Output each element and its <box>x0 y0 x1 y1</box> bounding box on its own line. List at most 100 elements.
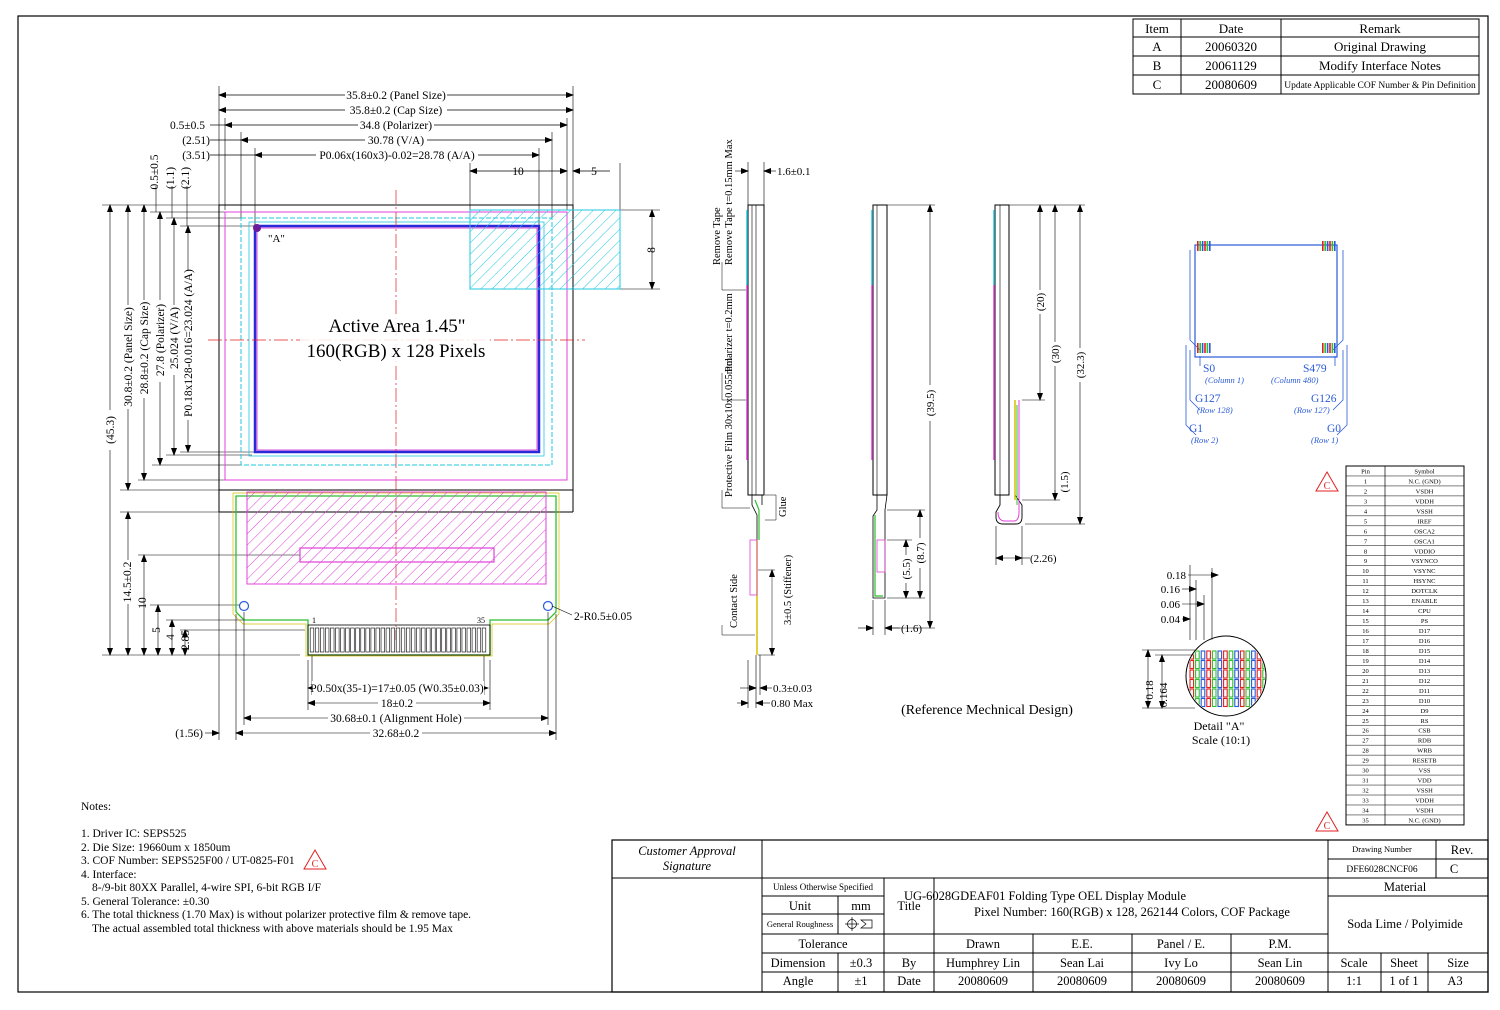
dim-18: 18±0.2 <box>381 698 413 710</box>
pin-symbol: VSDH <box>1416 807 1434 814</box>
pin-number: 35 <box>1362 817 1369 824</box>
unit-label: Unit <box>789 899 812 913</box>
chip-pad <box>1331 343 1334 353</box>
subpixel <box>1211 669 1217 679</box>
pin-symbol: D9 <box>1421 708 1429 715</box>
subpixel <box>1200 650 1206 660</box>
detail-dim-016: 0.16 <box>1161 584 1181 596</box>
subpixel <box>1206 678 1211 689</box>
title-block: Customer Approval Signature Unless Other… <box>611 839 1489 993</box>
subpixel <box>1239 678 1245 689</box>
subpixel <box>1211 650 1217 660</box>
dim-panel-width: 35.8±0.2 (Panel Size) <box>346 90 446 102</box>
title-line-1: UG-6028GDEAF01 Folding Type OEL Display … <box>904 889 1187 903</box>
detail-a-title: Detail "A" <box>1194 719 1245 733</box>
rev-a-item: A <box>1152 39 1162 54</box>
pin-number: 12 <box>1362 588 1369 595</box>
pin-symbol: VDDH <box>1415 798 1434 805</box>
pin-symbol: D10 <box>1419 698 1430 705</box>
by-label: By <box>902 956 917 970</box>
subpixel <box>1195 678 1200 689</box>
chip-row128: (Row 128) <box>1197 405 1233 415</box>
date-panel: 20080609 <box>1156 974 1206 988</box>
subpixel <box>1245 688 1251 698</box>
subpixel <box>1206 688 1211 698</box>
chip-row1: (Row 1) <box>1311 435 1338 445</box>
side-dim-thickness: 1.6±0.1 <box>777 166 811 178</box>
pin-number: 28 <box>1362 748 1369 755</box>
sheet-border <box>17 15 1489 993</box>
dim-aa-width: P0.06x(160x3)-0.02=28.78 (A/A) <box>319 150 475 162</box>
pin-symbol: PS <box>1421 618 1429 625</box>
pin-number: 5 <box>1364 518 1367 525</box>
subpixel <box>1223 650 1228 660</box>
dim-10: 10 <box>512 166 524 178</box>
pin-number: 27 <box>1362 738 1369 745</box>
pin-symbol: VSYNCO <box>1411 558 1438 565</box>
dim-156: (1.56) <box>175 728 203 740</box>
pin-number: 34 <box>1362 807 1369 814</box>
subpixel <box>1211 678 1217 689</box>
pin-symbol: DOTCLK <box>1411 588 1438 595</box>
cof-pin <box>395 627 401 653</box>
pin-symbol: RDB <box>1418 738 1432 745</box>
revision-mark-icon: C <box>303 849 327 870</box>
subpixel <box>1228 678 1234 689</box>
chip-pad <box>1329 241 1331 251</box>
note-6: 6. The total thickness (1.70 Max) is wit… <box>81 909 471 921</box>
detail-dim-018v: 0.18 <box>1144 680 1156 700</box>
dim-cap-height: 28.8±0.2 (Cap Size) <box>139 302 151 395</box>
notes: Notes: 1. Driver IC: SEPS525 2. Die Size… <box>81 801 471 935</box>
chip-pad <box>1334 343 1336 353</box>
note-6b: The actual assembled total thickness wit… <box>92 923 453 935</box>
cof-pin <box>481 627 487 653</box>
pin-number: 32 <box>1362 788 1369 795</box>
chip-pad <box>1209 241 1211 251</box>
chip-pad <box>1206 343 1209 353</box>
chip-pad <box>1201 343 1204 353</box>
rev-header-item: Item <box>1145 21 1169 36</box>
notes-title: Notes: <box>81 801 111 813</box>
label-glue: Glue <box>778 496 789 517</box>
dim-polarizer-height: 27.8 (Polarizer) <box>155 304 167 376</box>
hole-radius-label: 2-R0.5±0.05 <box>574 611 632 623</box>
label-contact-side: Contact Side <box>729 574 740 628</box>
label-stiffener: 3±0.5 (Stiffener) <box>783 554 794 625</box>
subpixel <box>1200 669 1206 679</box>
subpixel <box>1217 650 1223 660</box>
dim-va-height: 25.024 (V/A) <box>169 307 181 369</box>
chip-view: S0 (Column 1) S479 (Column 480) G127 (Ro… <box>1185 241 1348 445</box>
cof-pin <box>451 627 456 653</box>
dim-top-05: 0.5±0.5 <box>149 154 161 189</box>
material-label: Material <box>1384 880 1427 894</box>
dim-cap-width: 35.8±0.2 (Cap Size) <box>350 105 443 117</box>
note-4b: 8-/9-bit 80XX Parallel, 4-wire SPI, 6-bi… <box>92 882 321 894</box>
pin-symbol: VDDH <box>1415 498 1434 505</box>
subpixel <box>1206 697 1211 708</box>
chip-pad <box>1322 241 1324 251</box>
detail-dim-004: 0.04 <box>1161 614 1181 626</box>
cof-pin <box>441 627 446 653</box>
pin-symbol: CPU <box>1418 608 1431 615</box>
cof-pin <box>436 627 441 653</box>
folded-dim-87: (8.7) <box>915 542 927 563</box>
subpixel <box>1228 650 1234 660</box>
subpixel <box>1256 678 1262 689</box>
chip-pad <box>1331 241 1334 251</box>
name-panel: Ivy Lo <box>1164 956 1198 970</box>
dim-va-width: 30.78 (V/A) <box>368 135 424 147</box>
unless-specified: Unless Otherwise Specified <box>773 882 873 892</box>
chip-pad <box>1324 343 1326 353</box>
pin-symbol: VDD <box>1417 778 1431 785</box>
dim-cof-height: 14.5±0.2 <box>122 561 134 602</box>
subpixel <box>1251 678 1256 689</box>
note-3: 3. COF Number: SEPS525F00 / UT-0825-F01 <box>81 855 295 867</box>
subpixel <box>1239 650 1245 660</box>
sheet-value: 1 of 1 <box>1389 974 1418 988</box>
active-area-outline <box>253 224 541 454</box>
pin-number: 25 <box>1362 718 1369 725</box>
pin-symbol: VSSH <box>1416 788 1433 795</box>
subpixel <box>1200 678 1206 689</box>
title-label: Title <box>897 899 921 913</box>
pin-number: 17 <box>1362 638 1369 645</box>
